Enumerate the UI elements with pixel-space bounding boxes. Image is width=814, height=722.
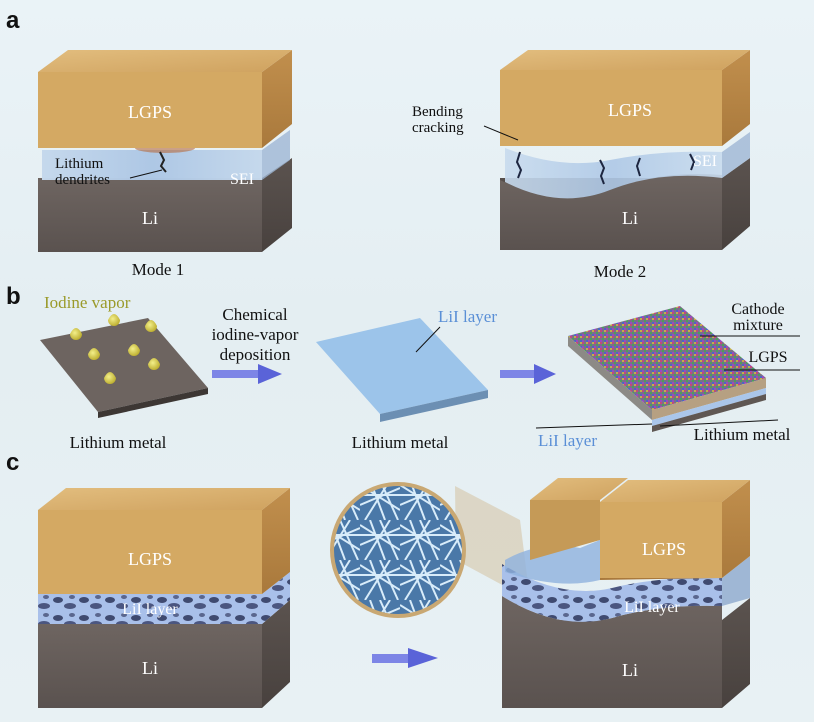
arrow-b-1	[212, 364, 282, 384]
arrow-b-2	[500, 364, 556, 384]
c-left-lgps-label: LGPS	[128, 549, 172, 569]
panel-letter-c: c	[6, 449, 19, 476]
lgps-label-b: LGPS	[748, 349, 787, 366]
lii-layer-pointer-1	[415, 326, 441, 353]
iodine-vapor-label: Iodine vapor	[44, 293, 131, 312]
lii-coated-plate	[316, 318, 488, 422]
lithium-metal-label-3: Lithium metal	[694, 425, 791, 444]
lithium-metal-pointer-3	[659, 419, 779, 427]
mode2-stack	[500, 50, 750, 250]
mode2-sei-label: SEI	[693, 153, 717, 170]
c-right-lgps-label: LGPS	[642, 539, 686, 559]
mode2-annotation-line1: Bending	[412, 104, 463, 120]
lii-layer-label-2: LiI layer	[538, 431, 597, 450]
c-left-lii-label: LiI layer	[122, 601, 178, 618]
mode2-lgps-label: LGPS	[608, 100, 652, 120]
lithium-plate-1	[40, 318, 208, 418]
lii-layer-pointer-2	[535, 423, 653, 429]
mode2-caption: Mode 2	[594, 262, 646, 281]
mode1-caption: Mode 1	[132, 260, 184, 279]
panel-letter-a: a	[6, 7, 20, 34]
c-right-stack	[502, 478, 750, 708]
mode2-li-label: Li	[622, 208, 638, 228]
lii-layer-label-1: LiI layer	[438, 307, 497, 326]
lithium-metal-label-1: Lithium metal	[70, 433, 167, 452]
c-left-li-label: Li	[142, 658, 158, 678]
mode1-annotation-line2: dendrites	[55, 172, 110, 188]
panel-letter-b: b	[6, 283, 21, 310]
process-label-line2: iodine-vapor	[212, 325, 299, 344]
cathode-label-line1: Cathode	[731, 301, 784, 318]
mode1-stack	[38, 50, 292, 252]
mode1-annotation-line1: Lithium	[55, 156, 104, 172]
mode1-li-label: Li	[142, 208, 158, 228]
c-left-stack	[38, 488, 290, 708]
c-right-lii-label: LiI layer	[624, 599, 680, 616]
lithium-metal-label-2: Lithium metal	[352, 433, 449, 452]
mode1-annotation-pointer	[129, 169, 163, 179]
process-label-line1: Chemical	[222, 305, 287, 324]
process-label-line3: deposition	[220, 345, 291, 364]
c-right-li-label: Li	[622, 660, 638, 680]
magnified-fiber-inset	[330, 482, 530, 618]
iodine-vapor-droplets	[70, 314, 160, 384]
arrow-c	[372, 648, 438, 668]
mode2-annotation-line2: cracking	[412, 120, 464, 136]
mode1-lgps-label: LGPS	[128, 102, 172, 122]
mode1-sei-label: SEI	[230, 171, 254, 188]
full-cell-stack	[568, 306, 766, 432]
cathode-label-line2: mixture	[733, 317, 783, 334]
mode2-annotation-pointer	[483, 125, 519, 141]
